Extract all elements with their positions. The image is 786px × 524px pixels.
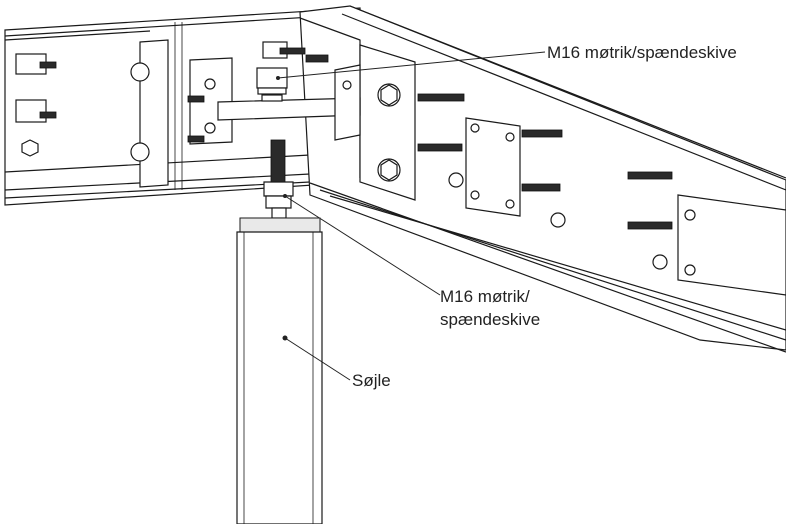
label-nut-washer-lower-line2: spændeskive [440,310,540,329]
bracket-plate [217,64,361,141]
label-nut-washer-lower-line1: M16 møtrik/ [440,287,530,306]
leader-lines [276,51,546,381]
column [236,217,323,524]
threaded-rod [263,139,294,219]
left-plate [130,39,233,188]
left-bolts [39,41,329,143]
label-nut-washer-top: M16 møtrik/spændeskive [547,43,737,62]
corner-plate [359,44,416,201]
label-column: Søjle [352,371,391,390]
right-bolts [417,93,786,296]
left-brackets [15,53,47,157]
